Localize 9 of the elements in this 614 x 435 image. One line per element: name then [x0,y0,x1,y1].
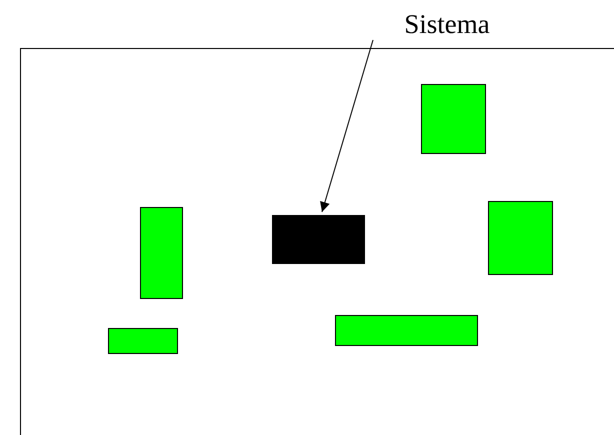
block [488,201,553,275]
block [108,328,178,354]
block [421,84,486,154]
block [272,215,365,264]
block [335,315,478,346]
arrow [320,40,374,212]
frame-box [20,48,614,435]
system-label: Sistema [404,10,490,38]
block [140,207,183,299]
